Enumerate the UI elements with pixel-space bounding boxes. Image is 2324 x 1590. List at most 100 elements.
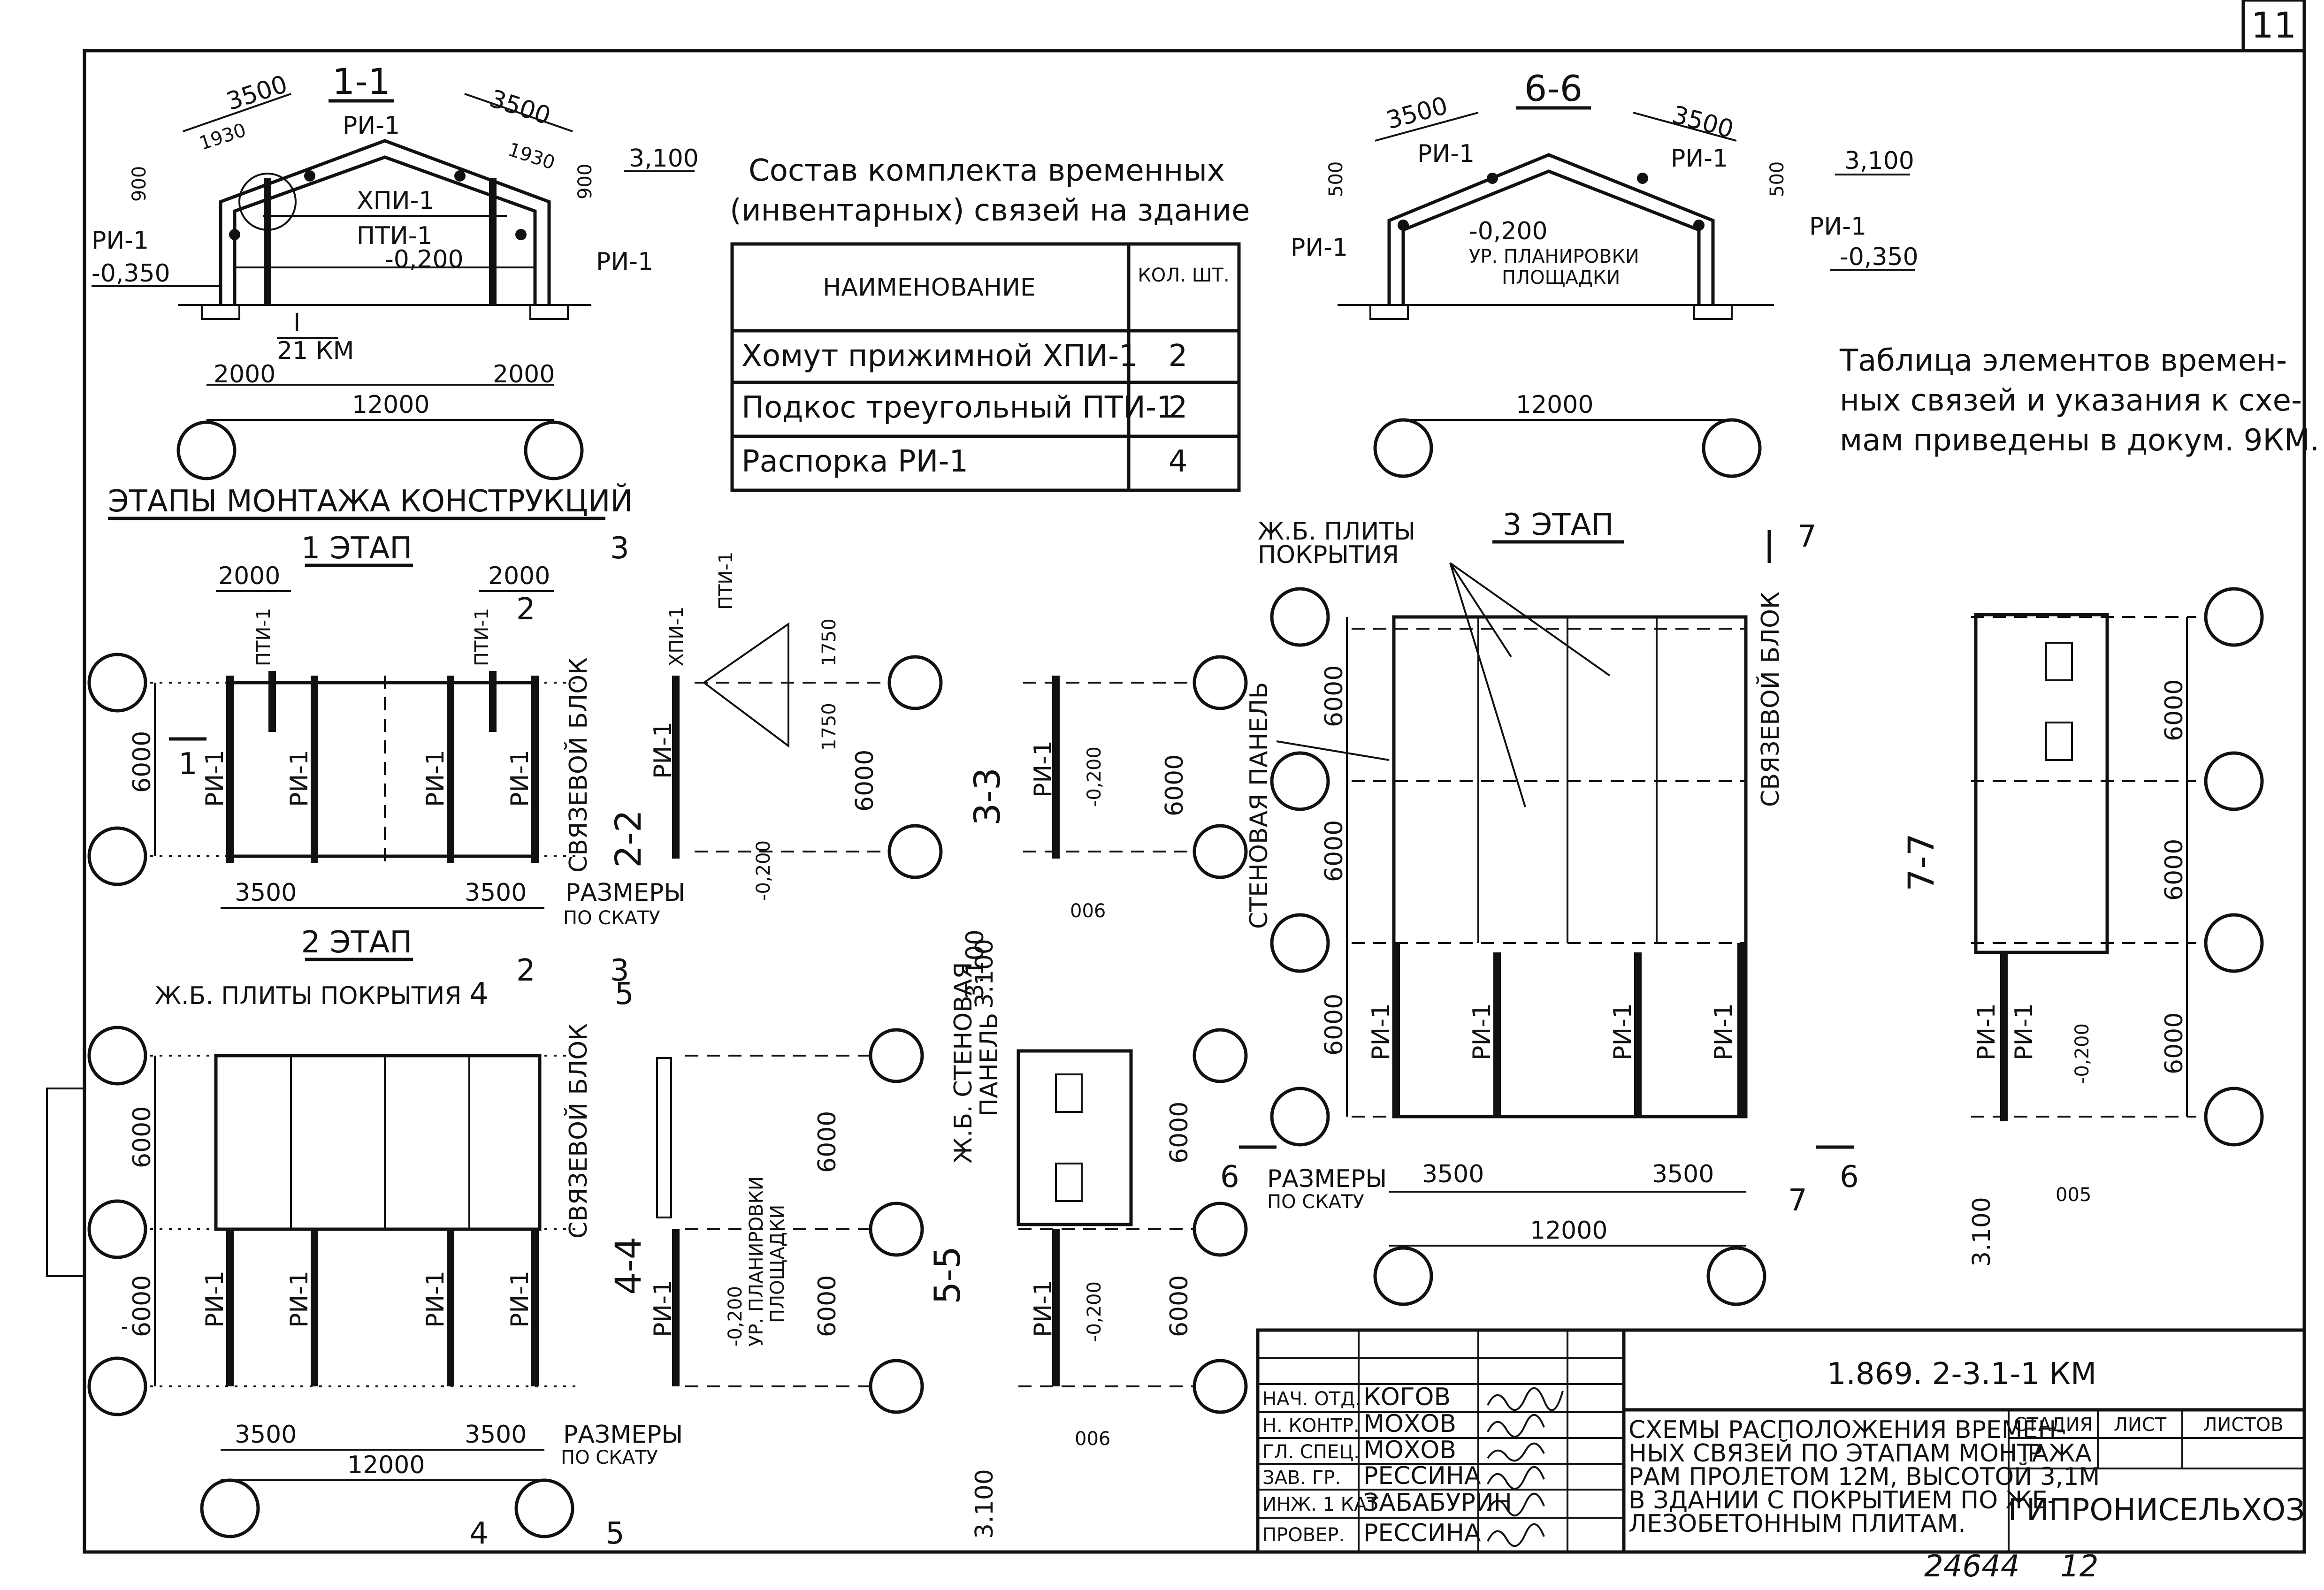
cut-3-s1: 3: [610, 531, 629, 566]
cut-4-s2b: 4: [469, 1516, 489, 1551]
dim-3500-b: 3500: [486, 84, 554, 130]
cut-2-s2: 2: [516, 953, 535, 988]
dim-6000-s3a: 6000: [1320, 665, 1348, 727]
stages-heading: ЭТАПЫ МОНТАЖА КОНСТРУКЦИЙ: [108, 483, 633, 519]
dim-3500-s3b: 3500: [1652, 1160, 1714, 1188]
cut-7-top: 7: [1797, 519, 1817, 554]
dim-12000-a: 12000: [352, 391, 429, 419]
sheet-number: 11: [2251, 4, 2297, 46]
ri-label-s2d: РИ-1: [506, 1270, 534, 1328]
section-3-3-title: 3-3: [966, 768, 1008, 826]
tb-org: ГИПРОНИСЕЛЬХОЗ: [2008, 1493, 2305, 1528]
label-ri-1-66b: РИ-1: [1671, 145, 1728, 173]
elev-3100-b: 3,100: [1844, 147, 1914, 175]
po-skatu-s1: ПО СКАТУ: [563, 907, 660, 929]
svyaz-block-s3: СВЯЗЕВОЙ БЛОК: [1756, 592, 1785, 807]
ri-label-s2a: РИ-1: [201, 1270, 229, 1328]
label-21km: 21 КМ: [277, 337, 354, 365]
tb-role-3: ГЛ. СПЕЦ.: [1262, 1441, 1360, 1463]
tb-title-2: НЫХ СВЯЗЕЙ ПО ЭТАПАМ МОНТАЖА: [1628, 1439, 2092, 1468]
elev-3100-33: 3.100: [971, 939, 999, 1009]
dim-3500-s2b: 3500: [465, 1421, 527, 1449]
elev-m0200-b: -0,200: [1469, 217, 1548, 245]
dim-6000-s3b: 6000: [1320, 820, 1348, 882]
dim-6000-s3c: 6000: [1320, 994, 1348, 1056]
ri-label-s3a: РИ-1: [1367, 1003, 1395, 1060]
signature-4: [1487, 1466, 1545, 1490]
cut-4-s2a: 4: [469, 977, 489, 1012]
dim-12000-s2: 12000: [347, 1451, 425, 1479]
stage-3-plan: 3 ЭТАП Ж.Б. ПЛИТЫ ПОКРЫТИЯ РИ-1 РИ-1 РИ-…: [1220, 508, 1859, 1306]
ri-label-s3b: РИ-1: [1468, 1003, 1496, 1060]
ri-label-s3c: РИ-1: [1609, 1003, 1637, 1060]
dim-1750-b: 1750: [818, 703, 840, 751]
tb-sheet-label: ЛИСТ: [2114, 1414, 2167, 1436]
elev-m0200-77: -0,200: [2072, 1023, 2093, 1084]
cut-5-s2a: 5: [615, 977, 634, 1012]
ri-label-33: РИ-1: [1029, 740, 1057, 798]
composition-title-2: (инвентарных) связей на здание: [730, 193, 1250, 228]
ri-label-22: РИ-1: [649, 722, 677, 779]
elev-m0200-44: -0,200: [725, 1286, 746, 1347]
cut-6-s3b: 6: [1840, 1160, 1859, 1194]
tb-name-3: МОХОВ: [1363, 1436, 1456, 1464]
ri-label-s2b: РИ-1: [285, 1270, 313, 1328]
po-skatu-s2: ПО СКАТУ: [561, 1447, 658, 1468]
cut-3-s2: 3: [610, 953, 629, 988]
table-row-3-name: Распорка РИ-1: [742, 444, 968, 479]
ri-label-s1a: РИ-1: [201, 750, 229, 807]
section-6-6-title: 6-6: [1524, 68, 1582, 109]
ri-label-s2c: РИ-1: [421, 1270, 450, 1328]
dim-6000-22: 6000: [851, 750, 879, 812]
binding-strip: [46, 1088, 85, 1277]
label-ri-1-66d: РИ-1: [1291, 234, 1348, 262]
dim-6000-55a: 6000: [1165, 1102, 1193, 1164]
dim-6000-s1: 6000: [128, 731, 156, 793]
dim-6000-44a: 6000: [813, 1111, 841, 1173]
section-5-5: Ж.Б. СТЕНОВАЯ ПАНЕЛЬ 5-5 РИ-1 -0,200 600…: [926, 929, 1248, 1539]
table-row-1-name: Хомут прижимной ХПИ-1: [742, 339, 1138, 373]
tb-name-5: ЗАБАБУРИН: [1363, 1489, 1512, 1517]
table-header-qty: КОЛ. ШТ.: [1138, 265, 1229, 286]
po-skatu-s3: ПО СКАТУ: [1267, 1191, 1364, 1213]
ur-44-1: УР. ПЛАНИРОВКИ: [746, 1176, 767, 1347]
section-7-7: 7-7 РИ-1 РИ-1 -0,200 6000 6000 6000 005 …: [1900, 587, 2264, 1267]
elev-3100-a: 3,100: [629, 145, 699, 173]
tb-role-6: ПРОВЕР.: [1262, 1524, 1345, 1546]
label-ri-1-left: РИ-1: [92, 227, 149, 255]
svyaz-block-s1: СВЯЗЕВОЙ БЛОК: [564, 657, 593, 873]
sten-s3: СТЕНОВАЯ ПАНЕЛЬ: [1245, 682, 1273, 929]
tb-code: 1.869. 2-3.1-1 КМ: [1827, 1357, 2096, 1392]
plity-s3-1: Ж.Б. ПЛИТЫ: [1258, 517, 1415, 546]
dim-2000-s1b: 2000: [488, 562, 550, 590]
label-ri-1-right: РИ-1: [596, 248, 653, 276]
hpi-label-22: ХПИ-1: [666, 607, 688, 666]
dim-6000-77b: 6000: [2160, 839, 2188, 901]
dim-3500-s1a: 3500: [235, 879, 297, 907]
label-ur-1: УР. ПЛАНИРОВКИ: [1469, 246, 1639, 267]
cut-2-s1: 2: [516, 592, 535, 627]
section-2-2-title: 2-2: [607, 810, 649, 868]
dim-6000-44b: 6000: [813, 1275, 841, 1337]
tb-stage-label: СТАДИЯ: [2014, 1414, 2093, 1436]
dim-3500-a: 3500: [223, 70, 290, 116]
dim-500-b: 500: [1766, 161, 1788, 197]
ur-44-2: ПЛОЩАДКИ: [767, 1205, 788, 1323]
elev-m0350-b: -0,350: [1840, 243, 1919, 271]
tb-name-2: МОХОВ: [1363, 1410, 1456, 1438]
table-header-name: НАИМЕНОВАНИЕ: [823, 274, 1035, 302]
tb-role-2: Н. КОНТР.: [1262, 1415, 1360, 1437]
tb-sheets-label: ЛИСТОВ: [2203, 1414, 2283, 1436]
dim-6000-s2b: 6000: [128, 1275, 156, 1337]
section-2-2: ХПИ-1 ПТИ-1 РИ-1 1750 1750 6000 2-2 -0,2…: [607, 552, 943, 901]
section-1-1: 1-1 3500 3500 1930 1930 РИ-1 ХПИ-1 ПТИ-1…: [92, 61, 699, 480]
dim-6000-55b: 6000: [1165, 1275, 1193, 1337]
title-block: 1.869. 2-3.1-1 КМ СХЕМЫ РАСПОЛОЖЕНИЯ ВРЕ…: [1256, 1328, 2306, 1554]
cut-1: 1: [178, 747, 198, 782]
tb-title-4: В ЗДАНИИ С ПОКРЫТИЕМ ПО ЖЕ-: [1628, 1486, 2056, 1514]
ri-label-77b: РИ-1: [2010, 1003, 2038, 1060]
dim-005: 005: [2056, 1184, 2091, 1206]
elev-m0200-55: -0,200: [1084, 1281, 1105, 1342]
note-line-3: мам приведены в докум. 9КМ.: [1840, 423, 2319, 458]
razmery-s2: РАЗМЕРЫ: [563, 1421, 683, 1449]
